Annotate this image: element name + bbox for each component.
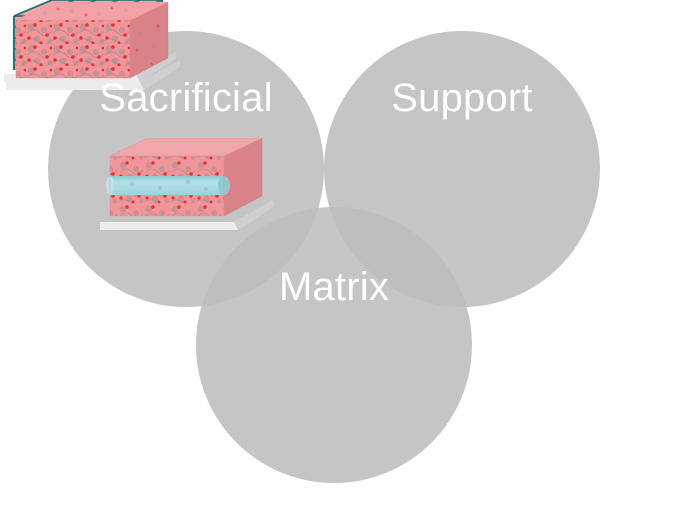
venn-label-matrix: Matrix — [278, 265, 390, 309]
venn-label-support: Support — [391, 76, 533, 120]
illustration-sacrificial-block — [92, 137, 282, 238]
venn-circle-matrix[interactable] — [196, 207, 472, 483]
illustration-matrix-block — [0, 0, 186, 105]
venn-label-sacrificial: Sacrificial — [99, 76, 273, 120]
